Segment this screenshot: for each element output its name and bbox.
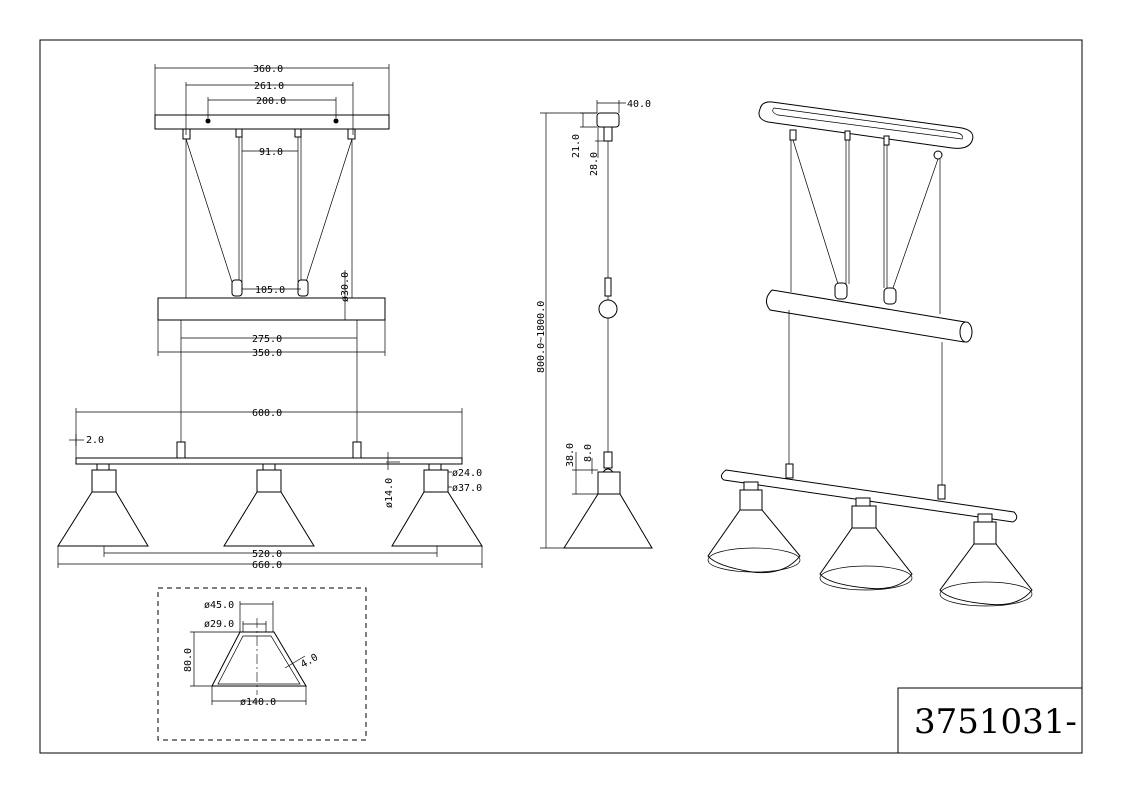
dim-bar-pulley-spacing: 105.0 xyxy=(255,285,285,296)
dim-wire-offset: 91.0 xyxy=(259,147,283,158)
shade-detail: ø45.0 ø29.0 80.0 4.0 ø140.0 xyxy=(157,587,367,741)
canopy-screw xyxy=(205,118,211,124)
dim-socket-height: 38.0 xyxy=(565,443,576,467)
dim-socket-diameter: ø24.0 xyxy=(452,468,482,479)
dim-canopy-depth: 40.0 xyxy=(627,99,651,110)
drawing-frame xyxy=(39,39,1083,754)
iso-lamp-center xyxy=(819,497,913,591)
dim-hook-height: 28.0 xyxy=(589,152,600,176)
iso-middle-bar xyxy=(766,289,969,343)
side-pulley xyxy=(598,299,618,319)
dim-cup-diameter: ø37.0 xyxy=(452,483,482,494)
title-block: 3751031- xyxy=(897,687,1083,754)
detail-shade xyxy=(211,631,307,687)
dim-canopy-wire-spacing: 200.0 xyxy=(256,96,286,107)
dim-canopy-width: 360.0 xyxy=(253,64,283,75)
iso-lamp-left xyxy=(707,481,801,574)
canopy-screw xyxy=(333,118,339,124)
dim-arm-thickness: 2.0 xyxy=(86,435,104,446)
dim-lamp-spacing: 520.0 xyxy=(252,549,282,560)
dim-shade-bottom-diameter: ø140.0 xyxy=(240,697,276,708)
side-view: 40.0 21.0 28.0 800.0~1800.0 38.0 8.0 xyxy=(536,99,653,549)
dim-shade-inner-diameter: ø29.0 xyxy=(204,619,234,630)
middle-bar xyxy=(157,297,386,321)
canopy xyxy=(154,114,390,130)
front-view: 360.0 261.0 200.0 91.0 105.0 ø30.0 275.0… xyxy=(57,64,483,571)
side-shade xyxy=(563,493,653,549)
iso-lamp-right xyxy=(939,513,1033,607)
dim-bar-length: 350.0 xyxy=(252,348,282,359)
lamp-arm xyxy=(75,457,463,465)
dim-total-width: 660.0 xyxy=(252,560,282,571)
dim-shade-height: 80.0 xyxy=(183,648,194,672)
iso-lamp-arm xyxy=(720,469,1018,523)
side-canopy xyxy=(596,112,620,128)
lamp-right xyxy=(391,463,483,547)
dim-height-range: 800.0~1800.0 xyxy=(536,301,547,373)
lamp-left xyxy=(57,463,149,547)
dim-shade-wall: 4.0 xyxy=(299,652,320,671)
isometric-view xyxy=(707,101,1033,607)
detail-box xyxy=(157,587,367,741)
dim-canopy-screw-spacing: 261.0 xyxy=(254,81,284,92)
dim-arm-diameter: ø14.0 xyxy=(384,478,395,508)
dim-bar-mount-spacing: 275.0 xyxy=(252,334,282,345)
model-code: 3751031- xyxy=(914,702,1077,742)
dim-socket-neck: 8.0 xyxy=(583,444,594,462)
dim-bar-diameter: ø30.0 xyxy=(340,272,351,302)
dim-arm-length: 600.0 xyxy=(252,408,282,419)
lamp-center xyxy=(223,463,315,547)
dim-shade-top-diameter: ø45.0 xyxy=(204,600,234,611)
dim-canopy-height: 21.0 xyxy=(571,134,582,158)
